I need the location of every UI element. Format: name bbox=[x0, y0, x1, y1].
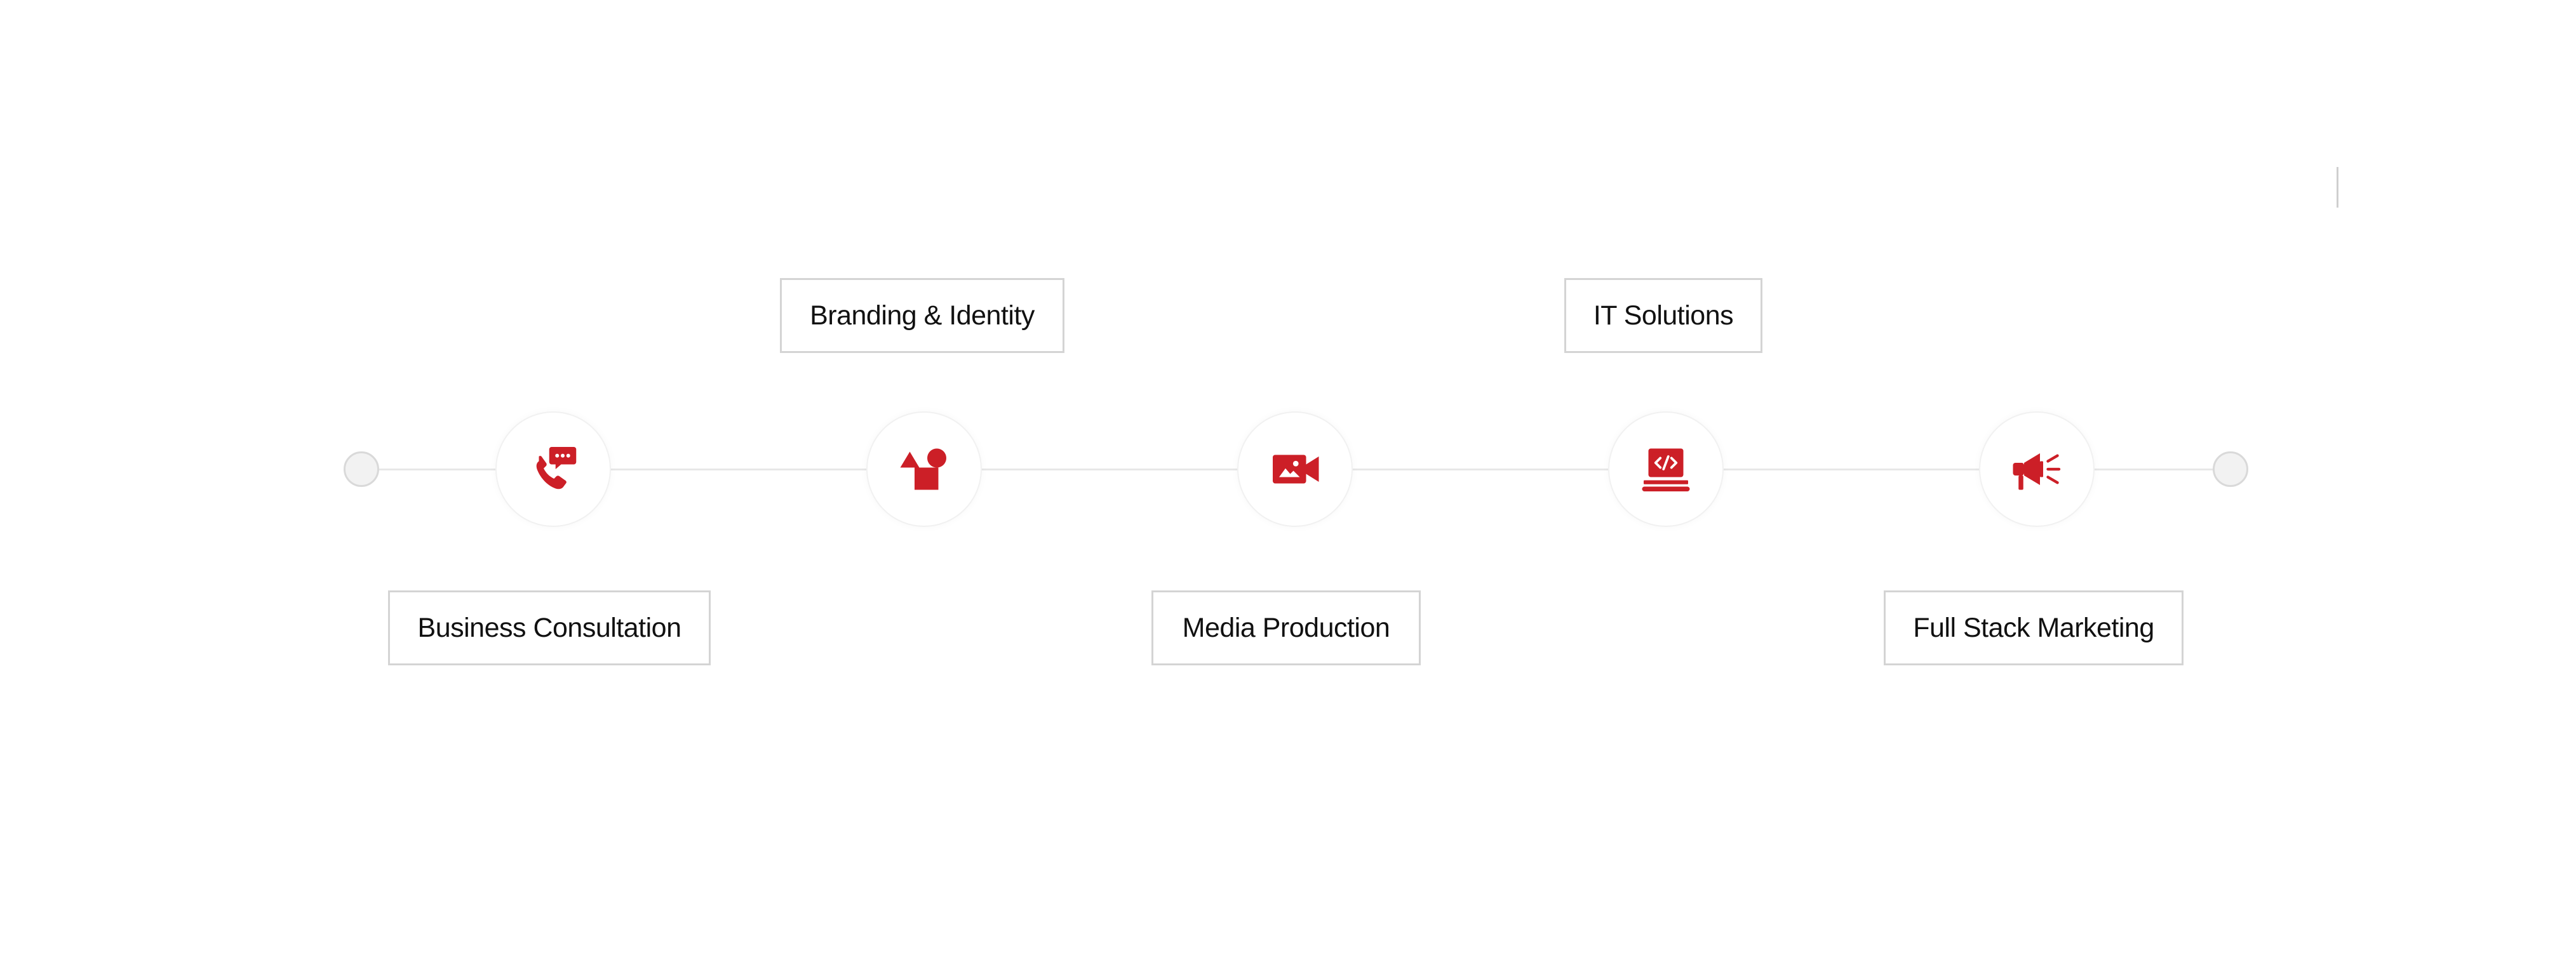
service-label-text: Full Stack Marketing bbox=[1913, 612, 2154, 643]
service-label-branding-identity[interactable]: Branding & Identity bbox=[780, 278, 1064, 353]
service-label-it-solutions[interactable]: IT Solutions bbox=[1564, 278, 1762, 353]
service-node-media-production[interactable] bbox=[1237, 411, 1353, 527]
text-cursor bbox=[2337, 167, 2338, 208]
service-node-branding-identity[interactable] bbox=[866, 411, 982, 527]
laptop-code-icon bbox=[1640, 444, 1691, 495]
service-label-text: Business Consultation bbox=[417, 612, 681, 643]
phone-chat-icon bbox=[528, 444, 579, 495]
video-camera-icon bbox=[1270, 444, 1320, 495]
megaphone-icon bbox=[2011, 444, 2062, 495]
service-label-business-consultation[interactable]: Business Consultation bbox=[388, 590, 711, 665]
timeline-end-dot bbox=[2213, 451, 2248, 487]
service-label-text: IT Solutions bbox=[1593, 300, 1734, 331]
service-node-full-stack-marketing[interactable] bbox=[1979, 411, 2095, 527]
service-label-full-stack-marketing[interactable]: Full Stack Marketing bbox=[1884, 590, 2184, 665]
service-label-text: Branding & Identity bbox=[810, 300, 1035, 331]
service-node-business-consultation[interactable] bbox=[495, 411, 611, 527]
service-label-media-production[interactable]: Media Production bbox=[1151, 590, 1421, 665]
service-node-it-solutions[interactable] bbox=[1608, 411, 1724, 527]
timeline-start-dot bbox=[344, 451, 379, 487]
shapes-icon bbox=[899, 444, 949, 495]
service-label-text: Media Production bbox=[1182, 612, 1390, 643]
